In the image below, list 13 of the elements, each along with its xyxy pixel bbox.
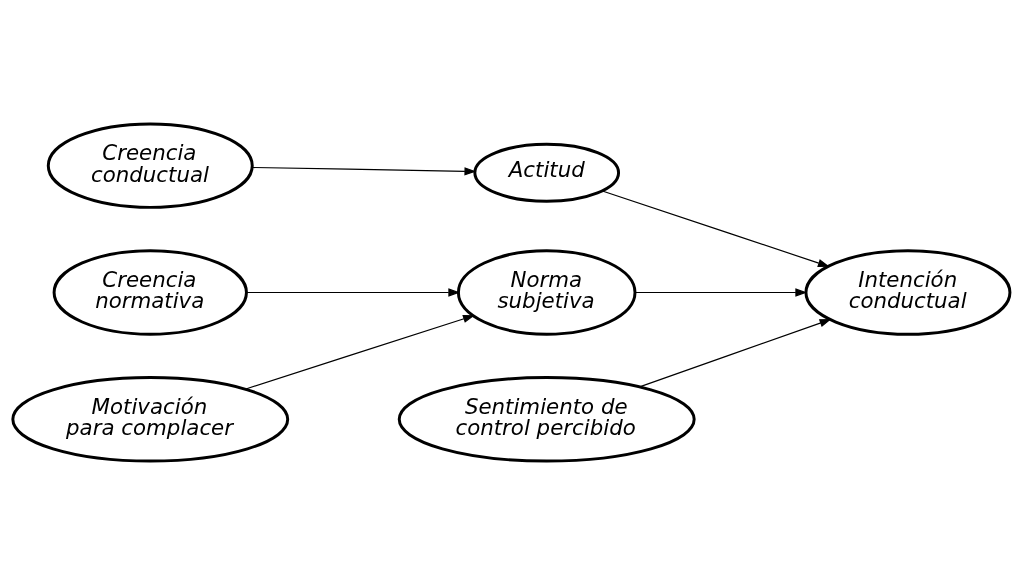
arrow [639, 319, 832, 388]
arrow [245, 314, 475, 390]
node-ellipse: Motivación para complacer [11, 376, 290, 463]
arrow [634, 288, 808, 297]
node-ellipse: Creencia conductual [46, 122, 254, 209]
node-ellipse: Sentimiento de control percibido [397, 376, 696, 463]
arrow [252, 166, 477, 176]
arrow [601, 190, 830, 267]
arrow [246, 288, 461, 297]
node-ellipse: Norma subjetiva [456, 249, 637, 336]
node-ellipse: Intención conductual [804, 249, 1012, 336]
node-ellipse: Actitud [473, 142, 621, 203]
node-ellipse: Creencia normativa [52, 249, 248, 336]
